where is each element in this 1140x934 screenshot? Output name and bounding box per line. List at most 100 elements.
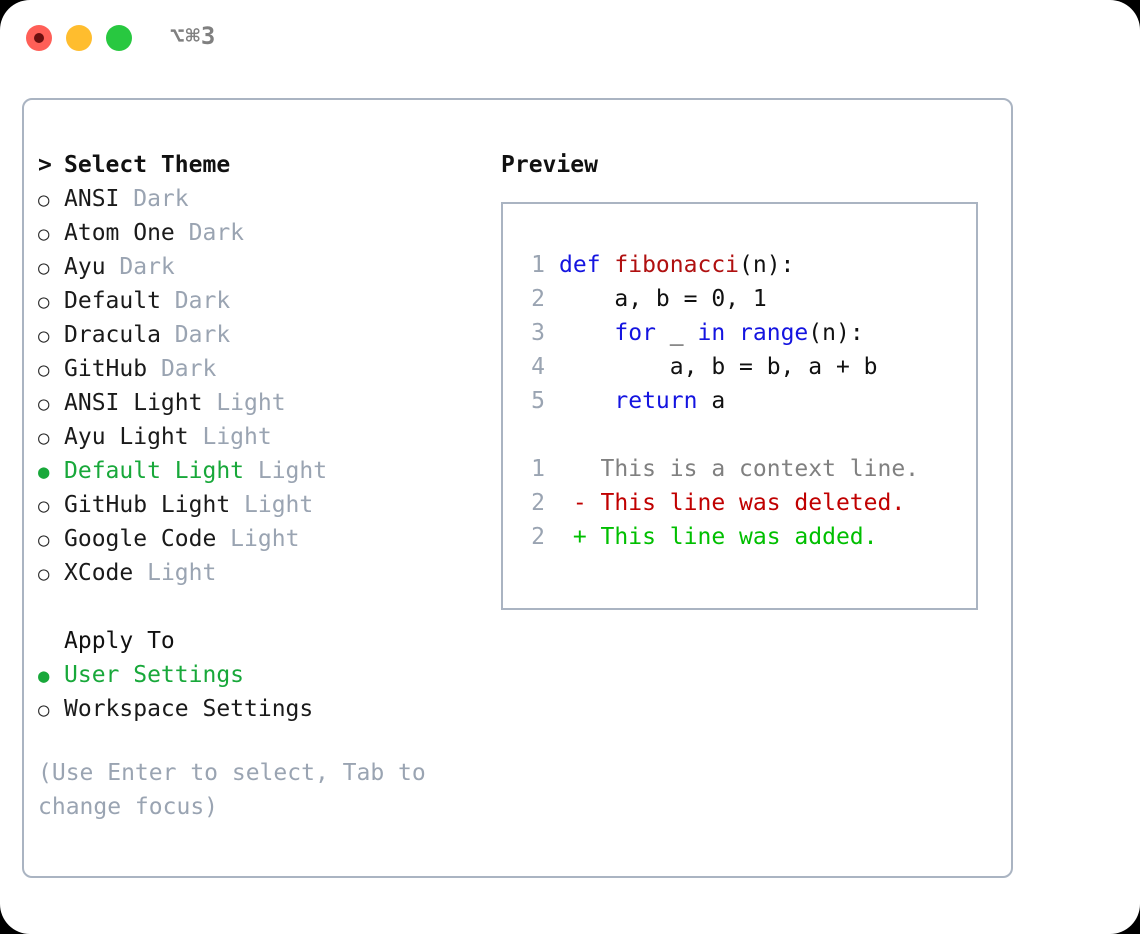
focus-marker-icon: > bbox=[38, 152, 52, 178]
radio-unselected-icon: ○ bbox=[38, 189, 50, 211]
radio-selected-icon: ● bbox=[38, 665, 50, 687]
apply-to-option-label: Workspace Settings bbox=[64, 696, 314, 722]
apply-to-header: Apply To bbox=[38, 624, 498, 658]
theme-option-label: ANSI Light bbox=[64, 390, 203, 416]
theme-option-ayu[interactable]: ○Ayu Dark bbox=[38, 250, 498, 284]
theme-option-kind: Light bbox=[230, 492, 314, 518]
theme-option-label: XCode bbox=[64, 560, 134, 586]
close-icon bbox=[34, 33, 44, 43]
radio-unselected-icon: ○ bbox=[38, 325, 50, 347]
theme-option-kind: Light bbox=[202, 390, 286, 416]
list-spacer bbox=[38, 590, 498, 624]
code-line-number: 3 bbox=[531, 320, 545, 346]
code-token-plain bbox=[725, 320, 739, 346]
theme-option-default-light[interactable]: ● Default Light Light bbox=[38, 454, 498, 488]
radio-unselected-icon: ○ bbox=[38, 359, 50, 381]
code-token-plain: (n): bbox=[808, 320, 864, 346]
theme-selector-panel: >Select Theme ○ANSI Dark○Atom One Dark○A… bbox=[22, 98, 1013, 878]
code-line: 4 a, b = b, a + b bbox=[503, 350, 976, 384]
radio-unselected-icon: ○ bbox=[38, 291, 50, 313]
radio-unselected-icon: ○ bbox=[38, 563, 50, 585]
code-token-keyword: in bbox=[697, 320, 726, 346]
diff-line-number: 2 bbox=[531, 490, 545, 516]
theme-option-kind: Light bbox=[133, 560, 217, 586]
code-token-keyword: return bbox=[614, 388, 698, 414]
code-token-keyword: def bbox=[559, 252, 615, 278]
diff-lines: 1 This is a context line.2 - This line w… bbox=[503, 452, 976, 554]
apply-to-option-user-settings[interactable]: ● User Settings bbox=[38, 658, 498, 692]
diff-line-added: 2 + This line was added. bbox=[503, 520, 976, 554]
diff-line-deleted: 2 - This line was deleted. bbox=[503, 486, 976, 520]
radio-selected-icon: ● bbox=[38, 461, 50, 483]
theme-option-default[interactable]: ○Default Dark bbox=[38, 284, 498, 318]
select-theme-header: > Select Theme bbox=[38, 148, 498, 182]
theme-option-google-code[interactable]: ○Google Code Light bbox=[38, 522, 498, 556]
theme-option-ayu-light[interactable]: ○ Ayu Light Light bbox=[38, 420, 498, 454]
code-token-function: fibonacci bbox=[614, 252, 740, 278]
code-token-plain bbox=[559, 388, 614, 414]
theme-option-kind: Light bbox=[244, 458, 328, 484]
radio-unselected-icon: ○ bbox=[38, 223, 50, 245]
code-token-keyword: range bbox=[739, 320, 809, 346]
code-token-plain bbox=[559, 320, 614, 346]
preview-title: Preview bbox=[501, 152, 598, 178]
theme-option-label: Atom One bbox=[64, 220, 175, 246]
theme-option-label: Default bbox=[64, 288, 161, 314]
code-line-number: 4 bbox=[531, 354, 545, 380]
diff-line-text: + This line was added. bbox=[559, 524, 878, 550]
zoom-button[interactable] bbox=[106, 25, 132, 51]
code-line-number: 1 bbox=[531, 252, 545, 278]
apply-to-header-label: Apply To bbox=[64, 628, 175, 654]
select-theme-header-label: Select Theme bbox=[64, 152, 231, 178]
apply-to-option-list[interactable]: ● User Settings ○ Workspace Settings bbox=[38, 658, 498, 726]
theme-option-atom-one[interactable]: ○ Atom One Dark bbox=[38, 216, 498, 250]
theme-option-kind: Light bbox=[216, 526, 300, 552]
code-token-plain: _ bbox=[655, 320, 698, 346]
diff-line-text: - This line was deleted. bbox=[559, 490, 906, 516]
apply-to-option-label: User Settings bbox=[64, 662, 245, 688]
theme-option-label: Ayu Light bbox=[64, 424, 189, 450]
code-token-plain: (n): bbox=[739, 252, 795, 278]
code-token-keyword: for bbox=[614, 320, 656, 346]
radio-unselected-icon: ○ bbox=[38, 393, 50, 415]
theme-option-kind: Dark bbox=[105, 254, 175, 280]
theme-option-label: GitHub bbox=[64, 356, 148, 382]
theme-option-label: GitHub Light bbox=[64, 492, 231, 518]
theme-option-label: Google Code bbox=[64, 526, 217, 552]
apply-to-option-workspace-settings[interactable]: ○ Workspace Settings bbox=[38, 692, 498, 726]
theme-option-label: ANSI bbox=[64, 186, 120, 212]
radio-unselected-icon: ○ bbox=[38, 427, 50, 449]
theme-option-kind: Light bbox=[188, 424, 272, 450]
theme-option-kind: Dark bbox=[174, 220, 245, 246]
theme-option-dracula[interactable]: ○ Dracula Dark bbox=[38, 318, 498, 352]
theme-option-label: Dracula bbox=[64, 322, 161, 348]
diff-line-number: 1 bbox=[531, 456, 545, 482]
theme-option-ansi-light[interactable]: ○ ANSI Light Light bbox=[38, 386, 498, 420]
code-line: 1 def fibonacci(n): bbox=[503, 248, 976, 282]
diff-line-text: This is a context line. bbox=[559, 456, 920, 482]
theme-option-kind: Dark bbox=[160, 322, 231, 348]
diff-line-number: 2 bbox=[531, 524, 545, 550]
theme-option-github-light[interactable]: ○GitHub Light Light bbox=[38, 488, 498, 522]
code-blank-line bbox=[503, 418, 976, 452]
theme-option-label: Default Light bbox=[64, 458, 245, 484]
theme-list-column: >Select Theme ○ANSI Dark○Atom One Dark○A… bbox=[38, 148, 498, 824]
diff-line-context: 1 This is a context line. bbox=[503, 452, 976, 486]
keyboard-hint-text: (Use Enter to select, Tab to change focu… bbox=[38, 760, 426, 820]
code-token-plain: a bbox=[697, 388, 726, 414]
theme-option-kind: Dark bbox=[147, 356, 217, 382]
code-line: 2 a, b = 0, 1 bbox=[503, 282, 976, 316]
theme-option-github[interactable]: ○ GitHub Dark bbox=[38, 352, 498, 386]
theme-option-kind: Dark bbox=[119, 186, 189, 212]
minimize-button[interactable] bbox=[66, 25, 92, 51]
theme-option-list[interactable]: ○ANSI Dark○Atom One Dark○Ayu Dark○Defaul… bbox=[38, 182, 498, 590]
theme-option-ansi[interactable]: ○ ANSI Dark bbox=[38, 182, 498, 216]
theme-option-xcode[interactable]: ○ XCode Light bbox=[38, 556, 498, 590]
code-line-number: 5 bbox=[531, 388, 545, 414]
theme-option-label: Ayu bbox=[64, 254, 106, 280]
keyboard-shortcut-label: ⌥⌘3 bbox=[170, 22, 217, 50]
radio-unselected-icon: ○ bbox=[38, 699, 50, 721]
title-bar: ⌥⌘3 bbox=[0, 0, 1140, 78]
